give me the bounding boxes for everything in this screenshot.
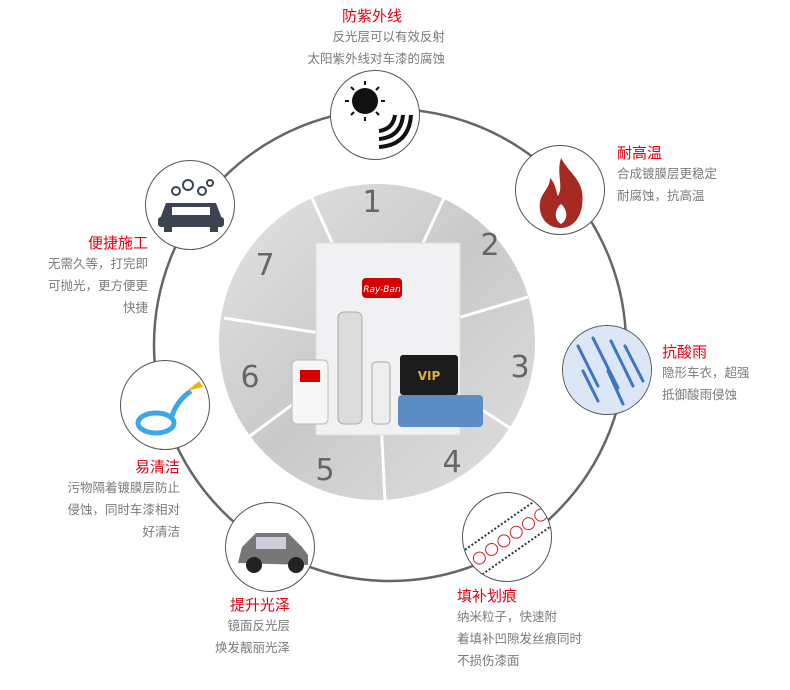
segment-number-4: 4 [442,445,462,480]
flame-icon [515,145,605,235]
nanotube-icon [462,492,552,582]
segment-number-5: 5 [315,453,335,488]
feature-desc-line: 隐形车衣，超强 [662,365,750,380]
feature-desc-line: 抵御酸雨侵蚀 [662,387,738,402]
segment-number-1: 1 [362,185,382,220]
feature-desc-line: 镜面反光层 [227,618,290,633]
feature-text-5: 提升光泽镜面反光层焕发靓丽光泽 [180,595,290,659]
feature-title: 易清洁 [134,458,180,476]
feature-text-4: 填补划痕纳米粒子，快速附着填补凹隙发丝痕同时不损伤漆面 [457,586,637,672]
car-icon [225,502,315,592]
feature-desc-line: 焕发靓丽光泽 [214,640,290,655]
svg-text:Ray-Ban: Ray-Ban [363,285,401,295]
feature-desc-line: 不损伤漆面 [457,653,520,668]
feature-text-1: 防紫外线反光层可以有效反射太阳紫外线对车漆的腐蚀 [290,6,445,70]
feature-title: 耐高温 [617,144,663,162]
car-wash-icon [145,160,235,250]
feature-desc-line: 合成镀膜层更稳定 [617,166,718,181]
feature-title: 防紫外线 [342,7,403,25]
rain-icon [562,325,652,415]
feature-title: 提升光泽 [229,596,290,614]
sun-uv-icon [330,70,420,160]
segment-number-2: 2 [480,228,500,263]
feature-text-2: 耐高温合成镀膜层更稳定耐腐蚀，抗高温 [617,143,787,207]
feature-desc-line: 耐腐蚀，抗高温 [617,188,705,203]
feature-desc-line: 污物隔着镀膜层防止 [67,480,180,495]
svg-text:VIP: VIP [418,369,441,383]
feature-text-3: 抗酸雨隐形车衣，超强抵御酸雨侵蚀 [662,342,787,406]
feature-desc-line: 侵蚀，同时车漆相对 [67,502,180,517]
feature-desc-line: 纳米粒子，快速附 [457,609,558,624]
segment-number-7: 7 [255,248,275,283]
feature-text-6: 易清洁污物隔着镀膜层防止侵蚀，同时车漆相对好清洁 [40,457,180,543]
feature-desc-line: 可抛光，更方便更 [47,278,148,293]
feature-title: 填补划痕 [457,587,518,605]
segment-number-3: 3 [510,350,530,385]
feature-text-7: 便捷施工无需久等，打完即可抛光，更方便更快捷 [20,233,148,319]
feature-desc-line: 反光层可以有效反射 [332,29,445,44]
feature-desc-line: 无需久等，打完即 [47,256,148,271]
feature-title: 便捷施工 [87,234,148,252]
feature-desc-line: 着填补凹隙发丝痕同时 [457,631,583,646]
feature-desc-line: 快捷 [122,300,148,315]
feature-desc-line: 太阳紫外线对车漆的腐蚀 [307,51,445,66]
product-image: Ray-Ban VIP [291,278,483,427]
feature-desc-line: 好清洁 [142,524,180,539]
water-hose-icon [120,360,210,450]
feature-title: 抗酸雨 [662,343,708,361]
segment-number-6: 6 [240,360,260,395]
